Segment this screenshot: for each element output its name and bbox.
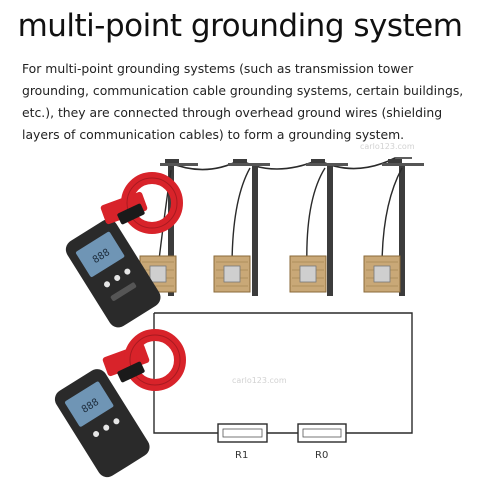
top-scene: 888 (65, 157, 424, 328)
resistor-icon (297, 423, 347, 443)
utility-pole-icon (228, 159, 270, 296)
utility-pole-icon (382, 159, 424, 296)
page-title: multi-point grounding system (17, 8, 463, 44)
clamp-meter-icon: 888 (54, 329, 186, 478)
utility-pole-icon (160, 159, 198, 296)
utility-pole-icon (306, 159, 348, 296)
clamp-meter-icon: 888 (65, 172, 183, 328)
ground-electrode-icon (363, 255, 401, 293)
resistor-label-r0: R0 (315, 450, 329, 461)
circuit-scene: 888 (54, 312, 413, 478)
watermark: carlo123.com (232, 376, 287, 385)
overhead-ground-wire (167, 157, 412, 171)
description-text: For multi-point grounding systems (such … (22, 61, 464, 142)
ground-electrode-icon (213, 255, 251, 293)
resistor-label-r1: R1 (235, 450, 249, 461)
watermark: carlo123.com (360, 142, 415, 151)
ground-electrode-icon (289, 255, 327, 293)
resistor-icon (217, 423, 268, 443)
